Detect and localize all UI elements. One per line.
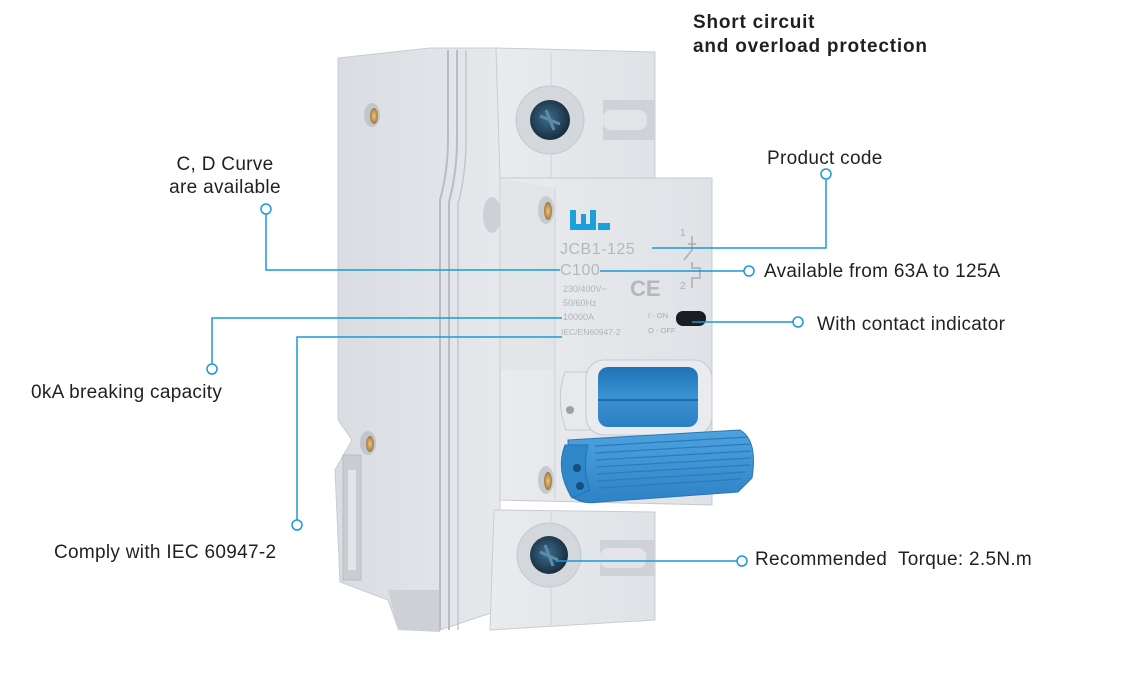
product-standard-text: IEC/EN60947-2 — [561, 327, 621, 337]
dot-rating — [743, 265, 755, 277]
terminal-2-label: 2 — [680, 281, 686, 292]
breaker-side-panel — [334, 47, 501, 632]
leader-comply — [296, 336, 562, 520]
product-capacity-text: 10000A — [563, 312, 595, 322]
dot-curve — [260, 203, 272, 215]
callout-contact-indicator: With contact indicator — [817, 314, 1006, 335]
bottom-terminal-block — [489, 509, 656, 631]
toggle-handle-barrel[interactable] — [598, 367, 698, 427]
leader-curve — [265, 214, 560, 271]
dot-breaking — [206, 363, 218, 375]
toggle-lever[interactable] — [560, 429, 754, 504]
callout-product-code: Product code — [767, 148, 883, 169]
dot-indicator — [792, 316, 804, 328]
dot-product-code — [820, 168, 832, 180]
callout-comply-iec: Comply with IEC 60947-2 — [54, 542, 277, 563]
toggle-handle-housing — [559, 359, 713, 436]
off-label: O - OFF — [648, 326, 676, 335]
top-terminal-block — [495, 47, 656, 186]
contact-indicator-window — [676, 311, 706, 326]
ce-mark-icon: CE — [630, 276, 661, 301]
callout-dots — [206, 168, 832, 567]
headline-line-1: Short circuit — [693, 12, 816, 33]
callout-lines — [211, 180, 827, 562]
leader-product-code — [652, 180, 827, 249]
product-model-text: JCB1-125 — [560, 241, 636, 258]
headline-line-2: and overload protection — [693, 36, 928, 57]
dot-comply — [291, 519, 303, 531]
dot-torque — [736, 555, 748, 567]
on-label: I - ON — [648, 311, 668, 320]
terminal-1-label: 1 — [680, 228, 686, 239]
product-voltage-text: 230/400V~ — [563, 284, 607, 294]
brand-logo-icon — [570, 210, 610, 230]
leader-breaking — [211, 317, 562, 364]
circuit-symbol-icon — [683, 236, 701, 288]
callout-curve-line-2: are available — [169, 177, 281, 198]
callout-rating-range: Available from 63A to 125A — [764, 261, 1001, 282]
callout-curve-line-1: C, D Curve — [176, 154, 274, 175]
product-rating-text: C100 — [560, 262, 601, 279]
callout-torque: Recommended Torque: 2.5N.m — [755, 549, 1033, 570]
product-frequency-text: 50/60Hz — [563, 298, 597, 308]
callout-breaking-capacity: 0kA breaking capacity — [31, 382, 223, 403]
